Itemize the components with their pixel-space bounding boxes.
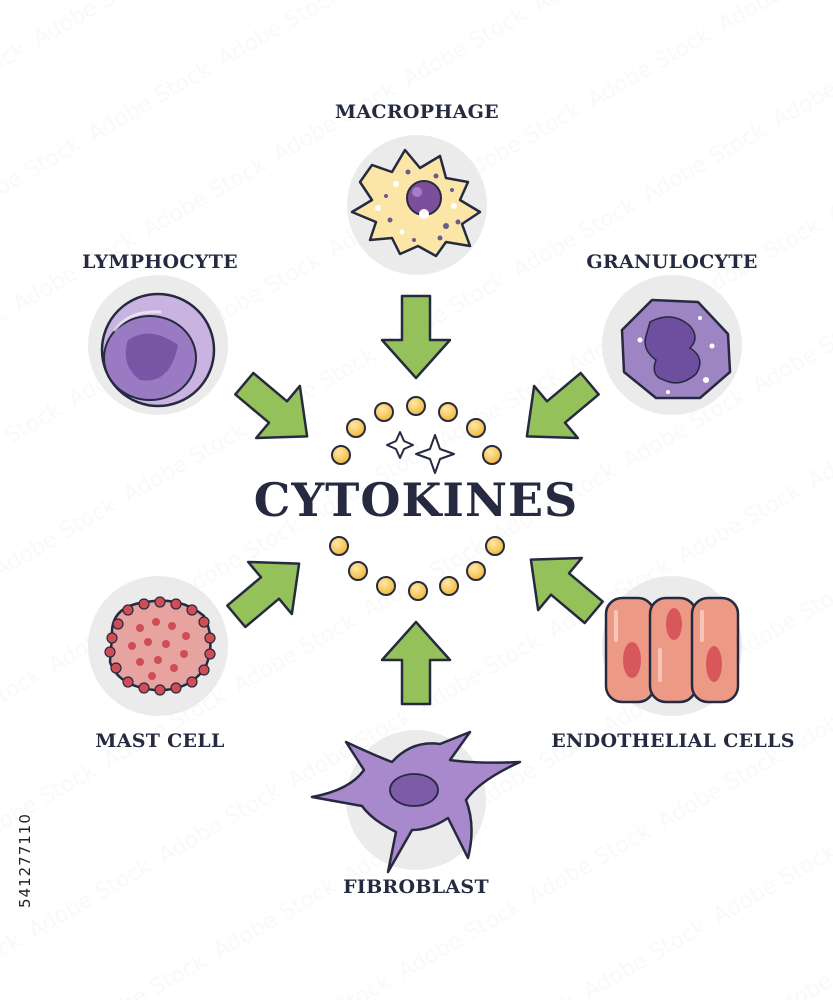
cytokine-dot [408,581,428,601]
cytokine-dot [374,402,394,422]
mast-cell-cell [88,576,228,716]
cytokine-dot [329,536,349,556]
cytokine-dot [406,396,426,416]
diagram-title: CYTOKINES [254,473,579,527]
cytokine-dots [329,396,505,601]
lymphocyte-label: LYMPHOCYTE [82,251,238,273]
cytokine-dot [466,561,486,581]
arrow-from-mast-cell [226,560,301,629]
cytokine-dot [482,445,502,465]
arrows [226,294,604,706]
mast-cell-label: MAST CELL [95,730,224,752]
arrow-from-fibroblast [380,620,452,706]
cytokine-dot [376,576,396,596]
arrow-from-endothelial [529,556,604,625]
cytokine-dot [346,418,366,438]
arrow-from-lymphocyte [234,371,309,440]
sparkle-icon [386,431,414,459]
arrow-from-macrophage [380,294,452,380]
granulocyte-label: GRANULOCYTE [586,251,757,273]
endothelial-label: ENDOTHELIAL CELLS [551,730,795,752]
sparkle-icons [386,431,455,474]
lymphocyte-cell [88,275,228,415]
fibroblast-cell [310,730,522,874]
macrophage-label: MACROPHAGE [335,101,499,123]
sparkle-icon [415,434,455,474]
cytokine-dot [466,418,486,438]
endothelial-cells [602,576,742,716]
cytokine-dot [438,402,458,422]
cytokine-dot [485,536,505,556]
cytokine-dot [348,561,368,581]
stock-id: 541277110 [16,813,34,908]
cytokine-dot [331,445,351,465]
macrophage-cell [347,135,487,275]
granulocyte-cell [602,275,742,415]
cytokine-dot [439,576,459,596]
arrow-from-granulocyte [525,371,600,440]
fibroblast-label: FIBROBLAST [343,876,489,898]
